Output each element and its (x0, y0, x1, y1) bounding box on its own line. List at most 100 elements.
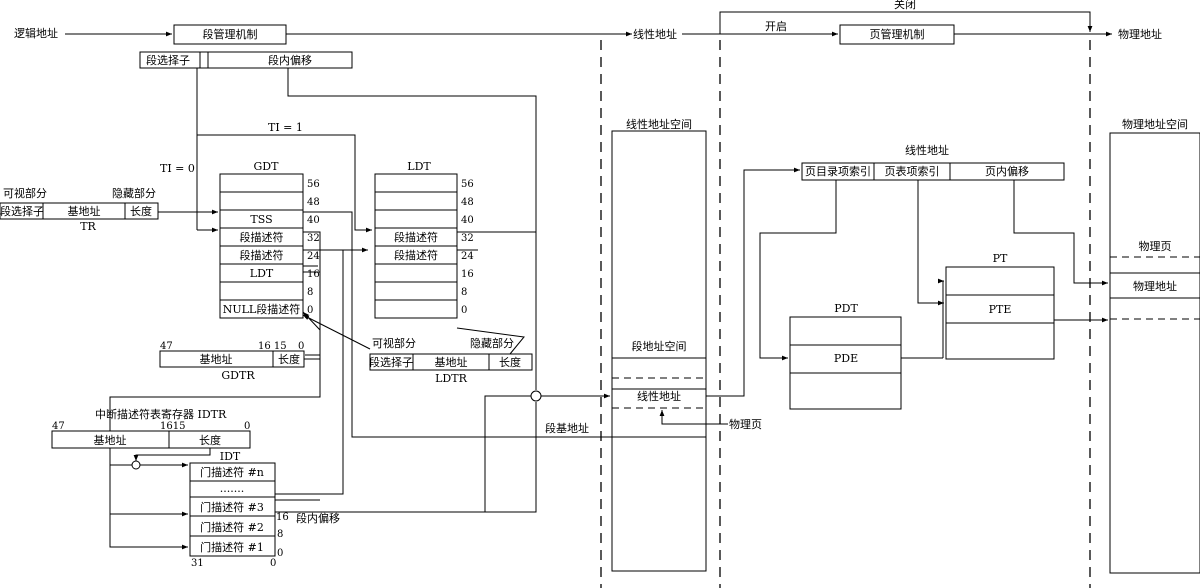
gdt-offset: 16 (307, 269, 320, 280)
open-label: 开启 (765, 20, 787, 33)
ldt-offset: 32 (461, 233, 474, 244)
idt-row-label: 门描述符 #2 (200, 520, 264, 534)
ldt-offset: 0 (461, 305, 467, 316)
linear-address-top-label: 线性地址 (633, 27, 677, 41)
ldt-row (374, 281, 458, 301)
seg-inner-offset-label: 段内偏移 (296, 511, 340, 525)
ldt-offset: 24 (461, 251, 474, 262)
gdtr-bit-47: 47 (160, 341, 173, 352)
physical-address-inner-label: 物理地址 (1133, 279, 1177, 293)
gdtr-limit-label: 长度 (278, 352, 300, 366)
gdtr-bit-16-15: 16 15 (258, 341, 287, 352)
gdt-row-label: LDT (250, 267, 274, 280)
ldtr-limit-label: 长度 (499, 355, 521, 369)
segment-mechanism-label: 段管理机制 (203, 27, 258, 41)
idt-row-label: 门描述符 #n (200, 465, 264, 479)
ldtr-base-label: 基地址 (435, 355, 468, 369)
tr-hidden-label: 隐藏部分 (112, 186, 156, 200)
ldtr-selector-label: 段选择子 (369, 355, 413, 369)
offset-label: 段内偏移 (268, 53, 312, 67)
idt-row-label: 门描述符 #1 (200, 540, 264, 554)
gdt-row-label: 段描述符 (240, 230, 284, 244)
gdtr-base-label: 基地址 (200, 352, 233, 366)
idt-label-0: 0 (277, 548, 283, 559)
gdt-offset: 0 (307, 305, 313, 316)
gdt-row (219, 173, 304, 193)
idt-bit-31: 31 (191, 558, 204, 569)
ldt-offset: 40 (461, 215, 474, 226)
physical-space-title: 物理地址空间 (1122, 117, 1188, 131)
pte-label: PTE (989, 303, 1012, 316)
tr-selector-label: 段选择子 (0, 204, 44, 218)
dir-index-label: 页目录项索引 (805, 164, 871, 178)
ldt-offset: 16 (461, 269, 474, 280)
idt-adder (131, 460, 141, 470)
ldt-row (374, 173, 458, 193)
segment-space-label: 段地址空间 (632, 339, 687, 353)
idtr-base-label: 基地址 (94, 433, 127, 447)
linear-fields-title: 线性地址 (905, 143, 949, 157)
ldt-row (374, 191, 458, 211)
gdt-row (219, 299, 304, 319)
idt-bit-0: 0 (270, 558, 276, 569)
idtr-title: 中断描述符表寄存器 IDTR (95, 407, 227, 421)
ldt-title: LDT (407, 160, 431, 173)
idtr-bit-1615: 1615 (160, 421, 185, 432)
idt-row-label: 门描述符 #3 (200, 500, 264, 514)
ldt-row-label: 段描述符 (394, 248, 438, 262)
physical-address-top-label: 物理地址 (1118, 27, 1162, 41)
gdt-offset: 56 (307, 179, 320, 190)
gdtr-name: GDTR (221, 369, 255, 382)
idtr-bit-0: 0 (244, 421, 250, 432)
offset-field (207, 51, 353, 69)
tr-name: TR (80, 220, 96, 233)
ti0-label: TI = 0 (160, 162, 195, 175)
ti-bit (199, 51, 209, 69)
gdt-offset: 24 (307, 251, 320, 262)
physical-page-label: 物理页 (729, 417, 762, 431)
page-mechanism-label: 页管理机制 (870, 27, 925, 41)
ldt-offset: 56 (461, 179, 474, 190)
idtr-bit-47: 47 (52, 421, 65, 432)
linear-address-inner-label: 线性地址 (637, 389, 681, 403)
idt-title: IDT (220, 450, 241, 463)
idt-label-8: 8 (277, 529, 283, 540)
ldt-offset: 8 (461, 287, 467, 298)
gdt-offset: 40 (307, 215, 320, 226)
linear-space-box (611, 130, 707, 572)
linear-space-title: 线性地址空间 (626, 117, 692, 131)
gdt-title: GDT (254, 160, 280, 173)
idt-row (189, 535, 276, 557)
idt-table: 门描述符 #n....... 门描述符 #3 门描述符 #2 门描述符 #1 (189, 462, 276, 557)
linear-adder (530, 390, 542, 402)
ldt-row (374, 263, 458, 283)
idt-label-16: 16 (276, 512, 289, 523)
physical-page-inner-label: 物理页 (1139, 239, 1172, 253)
segment-base-label: 段基地址 (545, 421, 589, 435)
idt-row-label: ....... (220, 482, 244, 495)
gdt-offset: 32 (307, 233, 320, 244)
pdt-box (789, 316, 902, 410)
ldt-row-label: 段描述符 (394, 230, 438, 244)
pde-label: PDE (834, 352, 858, 365)
ldtr-name: LDTR (435, 372, 467, 385)
gdt-row-label: TSS (250, 213, 272, 226)
logical-address-label: 逻辑地址 (14, 26, 58, 40)
ti1-label: TI = 1 (268, 121, 303, 134)
pt-title: PT (993, 252, 1008, 265)
ldt-row (374, 299, 458, 319)
table-index-label: 页表项索引 (885, 164, 940, 178)
ldtr-visible-label: 可视部分 (372, 336, 416, 350)
ldt-row (374, 209, 458, 229)
gdt-offset: 8 (307, 287, 313, 298)
close-label: 关闭 (894, 0, 916, 11)
tr-base-label: 基地址 (68, 204, 101, 218)
tr-visible-label: 可视部分 (3, 186, 47, 200)
pt-box (945, 266, 1055, 360)
gdt-row-label: 段描述符 (240, 248, 284, 262)
pdt-title: PDT (834, 302, 858, 315)
gdt-row (219, 191, 304, 211)
gdt-offset: 48 (307, 197, 320, 208)
